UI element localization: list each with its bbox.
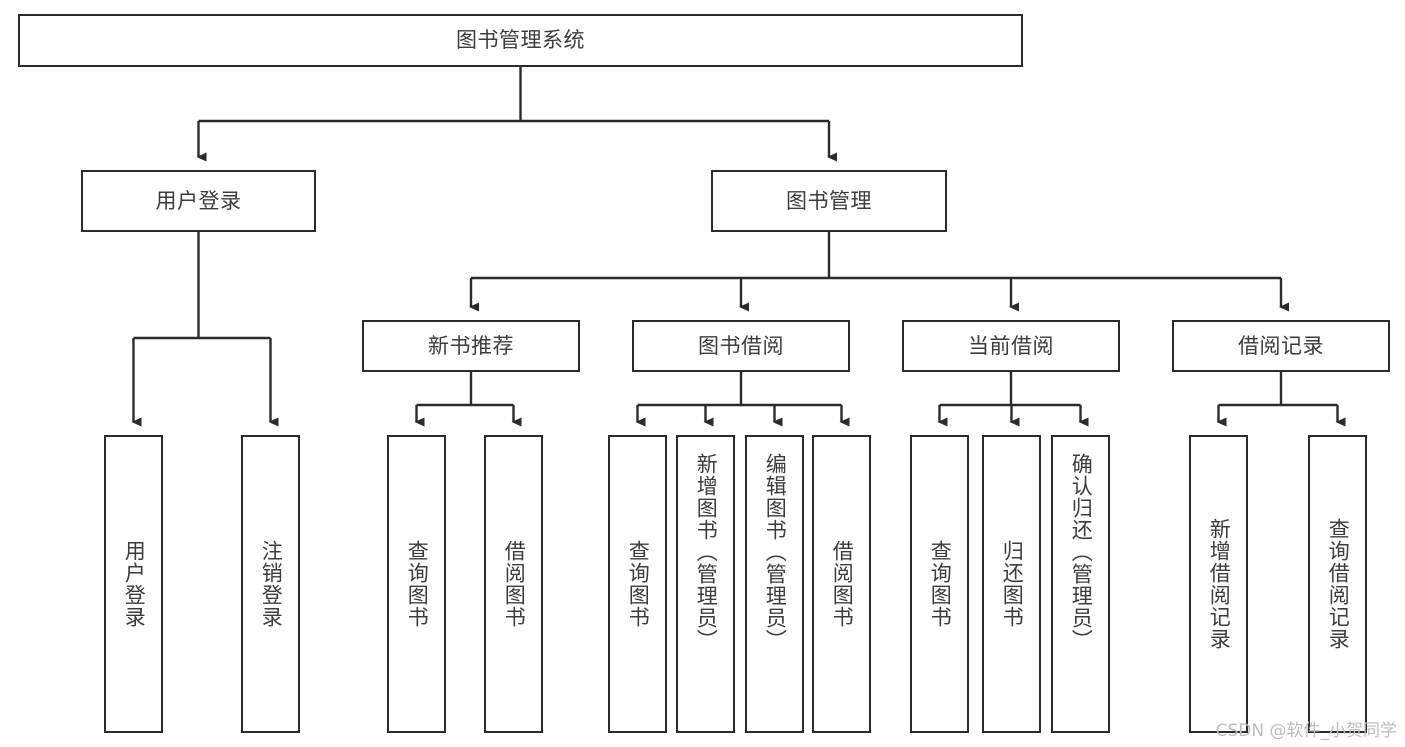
node-new-book-rec[interactable]: 新书推荐 [362,320,580,372]
node-leaf-user-login[interactable]: 用户登录 [104,435,163,733]
node-leaf-query-book-3[interactable]: 查询图书 [910,435,969,733]
node-borrow-record[interactable]: 借阅记录 [1172,320,1390,372]
node-leaf-query-book-2[interactable]: 查询图书 [608,435,667,733]
node-leaf-borrow-book-1[interactable]: 借阅图书 [484,435,543,733]
node-label-leaf-confirm-return: 确认归还（管理员） [1069,453,1094,651]
node-label-current-borrow: 当前借阅 [968,333,1054,358]
node-leaf-query-record[interactable]: 查询借阅记录 [1308,435,1367,733]
node-leaf-add-record[interactable]: 新增借阅记录 [1189,435,1248,733]
node-root[interactable]: 图书管理系统 [18,14,1023,67]
node-label-leaf-query-book-1: 查询图书 [405,540,430,628]
node-leaf-confirm-return[interactable]: 确认归还（管理员） [1051,435,1110,733]
node-label-leaf-query-record: 查询借阅记录 [1326,518,1351,650]
node-label-leaf-borrow-book-1: 借阅图书 [502,540,527,628]
node-leaf-borrow-book-2[interactable]: 借阅图书 [812,435,871,733]
node-current-borrow[interactable]: 当前借阅 [902,320,1120,372]
node-label-leaf-user-login: 用户登录 [122,540,147,628]
node-leaf-edit-book[interactable]: 编辑图书（管理员） [745,435,804,733]
node-label-borrow-record: 借阅记录 [1238,333,1324,358]
node-label-root: 图书管理系统 [456,28,585,53]
node-label-leaf-query-book-3: 查询图书 [928,540,953,628]
node-label-leaf-add-record: 新增借阅记录 [1207,518,1232,650]
node-label-leaf-query-book-2: 查询图书 [626,540,651,628]
node-label-new-book-rec: 新书推荐 [428,333,514,358]
node-label-leaf-borrow-book-2: 借阅图书 [830,540,855,628]
node-label-book-manage: 图书管理 [786,188,872,213]
node-label-leaf-return-book: 归还图书 [1000,540,1025,628]
node-label-leaf-edit-book: 编辑图书（管理员） [763,453,788,651]
node-leaf-user-logout[interactable]: 注销登录 [241,435,300,733]
node-label-book-borrow: 图书借阅 [698,333,784,358]
node-label-leaf-user-logout: 注销登录 [259,540,284,628]
node-leaf-query-book-1[interactable]: 查询图书 [387,435,446,733]
node-user-login[interactable]: 用户登录 [81,170,316,232]
node-book-manage[interactable]: 图书管理 [711,170,947,232]
node-book-borrow[interactable]: 图书借阅 [632,320,850,372]
node-label-user-login: 用户登录 [155,188,242,213]
node-leaf-return-book[interactable]: 归还图书 [982,435,1041,733]
node-label-leaf-add-book: 新增图书（管理员） [694,453,719,651]
node-leaf-add-book[interactable]: 新增图书（管理员） [676,435,735,733]
